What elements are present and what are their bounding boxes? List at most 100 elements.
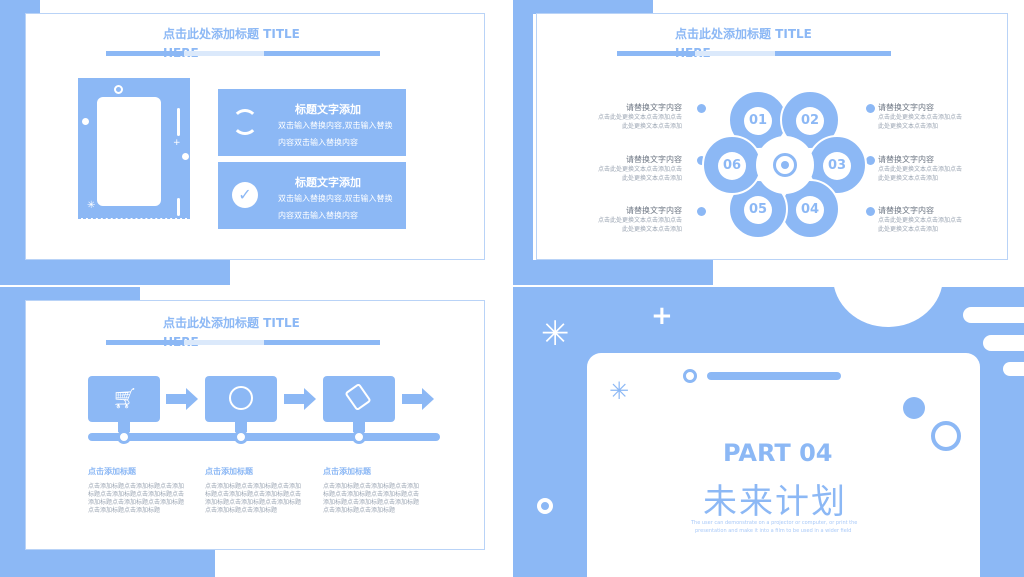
label-text: 点击此处更换文本点击添加点击此处更换文本点击添加: [597, 217, 682, 233]
step-text: 点击添加标题点击添加标题点击添加标题点击添加标题点击添加标题点击添加标题点击添加…: [205, 483, 302, 514]
label-title: 请替换文字内容: [878, 155, 934, 164]
label-text: 点击此处更换文本点击添加点击此处更换文本点击添加: [597, 166, 682, 182]
frame-bottom-cut: [78, 218, 190, 236]
step-box-1[interactable]: 🛒︎: [88, 376, 160, 422]
connector-dot: [866, 207, 875, 216]
frame-inner: [97, 97, 161, 206]
feature-box-2[interactable]: ✓ 标题文字添加 双击输入替换内容,双击输入替换内容双击输入替换内容: [218, 162, 406, 229]
content-panel: ✳ PART 04 未来计划 The user can demonstrate …: [587, 353, 980, 577]
frame-dot-icon: [182, 153, 189, 160]
arrow-shaft: [284, 394, 304, 404]
label-text: 点击此处更换文本点击添加点击此处更换文本点击添加: [878, 166, 963, 182]
slide-title: 点击此处添加标题 TITLE HERE: [163, 316, 300, 349]
petal-03[interactable]: 03: [807, 135, 867, 195]
feature-box-1[interactable]: 标题文字添加 双击输入替换内容,双击输入替换内容双击输入替换内容: [218, 89, 406, 156]
slide-2-bg-bottom: [513, 260, 713, 285]
title-underline-light: [695, 51, 775, 56]
connector-dot: [866, 104, 875, 113]
pill-decoration-3: [1003, 362, 1024, 376]
title-underline-right: [264, 340, 380, 345]
slide-1-card: 点击此处添加标题 TITLE HERE ✳ + 标题文字添加 双击输入替换内容,…: [25, 13, 485, 260]
step-pointer: [118, 422, 130, 432]
arrow-shaft: [166, 394, 186, 404]
decorative-frame: ✳ +: [78, 78, 190, 236]
title-underline-right: [775, 51, 891, 56]
pill-decoration: [963, 307, 1024, 323]
slide-3-bg-bottom: [0, 549, 215, 577]
timeline-bar: [88, 433, 440, 441]
slide-4[interactable]: ✳ + ✳ PART 04 未来计划 The user can demonstr…: [513, 287, 1024, 577]
title-underline-light: [184, 51, 264, 56]
step-box-3[interactable]: [323, 376, 395, 422]
feature-text: 双击输入替换内容,双击输入替换内容双击输入替换内容: [278, 121, 393, 147]
flower-center: [756, 136, 814, 194]
pill-decoration-2: [983, 335, 1024, 351]
title-underline: [617, 51, 695, 56]
arrow-shaft: [402, 394, 422, 404]
petal-number: 02: [796, 107, 824, 135]
right-label-1: 请替换文字内容 点击此处更换文本点击添加点击此处更换文本点击添加: [878, 102, 963, 131]
ring-icon: [683, 369, 697, 383]
step-heading: 点击添加标题: [88, 467, 136, 476]
arrow-right-icon: [422, 388, 434, 410]
dot-icon: [903, 397, 925, 419]
left-label-1: 请替换文字内容 点击此处更换文本点击添加点击此处更换文本点击添加: [597, 102, 682, 131]
connector-dot: [697, 104, 706, 113]
part-label: PART 04: [723, 439, 833, 467]
refresh-icon: [232, 109, 258, 135]
feature-heading: 标题文字添加: [295, 103, 361, 116]
title-underline: [106, 51, 184, 56]
ring-icon-large: [931, 421, 961, 451]
sparkle-icon: ✳: [609, 377, 630, 405]
ring-icon: [537, 498, 553, 514]
big-circle: [833, 287, 943, 327]
petal-number: 05: [744, 196, 772, 224]
connector-dot: [697, 156, 706, 165]
feature-text: 双击输入替换内容,双击输入替换内容双击输入替换内容: [278, 194, 393, 220]
slide-2-card: 点击此处添加标题 TITLE HERE 请替换文字内容 点击此处更换文本点击添加…: [536, 13, 1008, 260]
timeline-dot: [352, 430, 366, 444]
frame-stripe-2: [177, 198, 180, 216]
frame-dot-icon-2: [82, 118, 89, 125]
slide-3[interactable]: 点击此处添加标题 TITLE HERE 🛒︎ 点击添加标题 点击添加标题点击添加…: [0, 287, 511, 577]
right-label-3: 请替换文字内容 点击此处更换文本点击添加点击此处更换文本点击添加: [878, 205, 963, 234]
title-underline-light: [184, 340, 264, 345]
label-title: 请替换文字内容: [878, 206, 934, 215]
frame-circle-icon: [114, 85, 123, 94]
connector-dot: [697, 207, 706, 216]
petal-number: 06: [718, 152, 746, 180]
label-text: 点击此处更换文本点击添加点击此处更换文本点击添加: [597, 114, 682, 130]
label-title: 请替换文字内容: [626, 155, 682, 164]
arrow-right-icon: [186, 388, 198, 410]
flower-diagram: 01 02 03 04 05 06: [702, 87, 867, 243]
label-title: 请替换文字内容: [878, 103, 934, 112]
title-underline-right: [264, 51, 380, 56]
slide-1[interactable]: 点击此处添加标题 TITLE HERE ✳ + 标题文字添加 双击输入替换内容,…: [0, 0, 511, 285]
section-title: 未来计划: [703, 482, 847, 522]
label-title: 请替换文字内容: [626, 103, 682, 112]
subtitle-line-2: presentation and make it into a film to …: [695, 528, 852, 534]
slide-3-bg-top: [0, 287, 140, 301]
petal-06[interactable]: 06: [702, 135, 762, 195]
left-label-2: 请替换文字内容 点击此处更换文本点击添加点击此处更换文本点击添加: [597, 154, 682, 183]
plus-icon: +: [651, 301, 673, 331]
slide-title: 点击此处添加标题 TITLE HERE: [675, 27, 812, 60]
frame-stripe: [177, 108, 180, 136]
right-label-2: 请替换文字内容 点击此处更换文本点击添加点击此处更换文本点击添加: [878, 154, 963, 183]
step-box-2[interactable]: [205, 376, 277, 422]
slide-2-bg-left: [513, 0, 533, 285]
frame-plus-icon: +: [173, 138, 181, 148]
title-underline: [106, 340, 184, 345]
cart-icon: 🛒︎: [112, 386, 138, 410]
slide-3-card: 点击此处添加标题 TITLE HERE 🛒︎ 点击添加标题 点击添加标题点击添加…: [25, 300, 485, 550]
slide-3-bg-left: [0, 287, 25, 577]
frame-star-icon: ✳: [87, 200, 96, 211]
step-text: 点击添加标题点击添加标题点击添加标题点击添加标题点击添加标题点击添加标题点击添加…: [88, 483, 185, 514]
step-heading: 点击添加标题: [323, 467, 371, 476]
target-icon: [773, 153, 797, 177]
step-text: 点击添加标题点击添加标题点击添加标题点击添加标题点击添加标题点击添加标题点击添加…: [323, 483, 420, 514]
slide-2[interactable]: 点击此处添加标题 TITLE HERE 请替换文字内容 点击此处更换文本点击添加…: [513, 0, 1024, 285]
petal-number: 03: [823, 152, 851, 180]
petal-01[interactable]: 01: [728, 90, 788, 150]
left-label-3: 请替换文字内容 点击此处更换文本点击添加点击此处更换文本点击添加: [597, 205, 682, 234]
